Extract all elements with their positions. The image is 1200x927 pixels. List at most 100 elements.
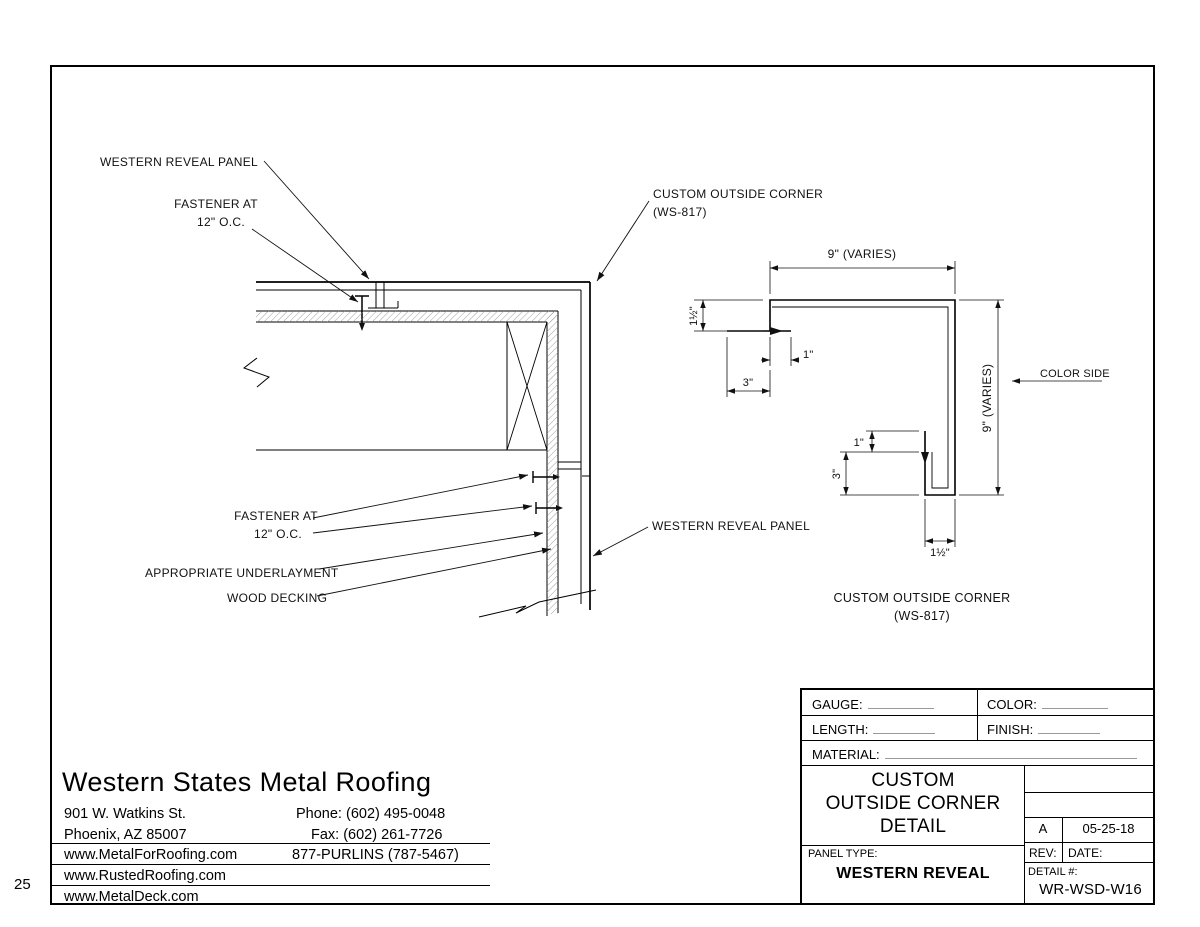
company-website-2: www.RustedRoofing.com [64,868,226,884]
length-blank [873,720,936,734]
label-western-reveal-panel-right: WESTERN REVEAL PANEL [652,519,810,533]
label-custom-outside-corner-1: CUSTOM OUTSIDE CORNER [653,187,823,201]
company-row-divider-3 [52,885,490,886]
title-block: GAUGE: COLOR: LENGTH: FINISH: MATERIAL: … [800,688,1155,905]
profile-left-fold-mark [770,327,783,335]
company-address-line2: Phoenix, AZ 85007 [64,827,187,843]
panel-type-label: PANEL TYPE: [808,848,878,860]
company-fax: Fax: (602) 261-7726 [311,827,443,843]
label-underlayment: APPROPRIATE UNDERLAYMENT [145,566,339,580]
profile-outer-line [769,299,956,496]
decking-hatch [256,311,558,322]
titleblock-vline-rev-date [1062,817,1063,862]
cross-section-linework [242,281,597,618]
date-label: DATE: [1068,846,1103,860]
titleblock-hline-right-2 [1024,817,1155,818]
dim-ext-1-bottom [866,430,919,453]
dim-text-1half-left: 1½" [688,306,700,326]
titleblock-hline-right-4 [1024,862,1155,863]
company-website-1: www.MetalForRoofing.com [64,847,238,863]
finish-blank [1038,720,1101,734]
label-color-side: COLOR SIDE [1040,368,1110,380]
panel-type-value: WESTERN REVEAL [836,865,990,882]
detail-number-value: WR-WSD-W16 [1039,881,1142,898]
leader-wood-decking [316,547,552,597]
gauge-label: GAUGE: [812,697,863,712]
leader-panel-right [592,526,649,557]
leader-fastener-bottom-2 [312,504,533,534]
label-fastener-top-1: FASTENER AT [174,197,258,211]
trim-hem-detail [558,461,590,477]
dim-text-9-right: 9" (VARIES) [980,364,994,433]
titleblock-hline-1 [802,715,1155,716]
titleblock-hline-2 [802,740,1155,741]
leader-underlayment [318,531,544,570]
material-blank [884,745,1137,759]
titleblock-hline-paneltype [802,845,1024,846]
company-name: Western States Metal Roofing [62,767,432,797]
page-number: 25 [14,876,31,893]
titleblock-vline-main [1024,765,1025,903]
side-fastener-tip-1 [553,474,560,480]
length-field: LENGTH: [812,720,936,737]
dim-text-1-bottom: 1" [854,437,864,449]
gauge-field: GAUGE: [812,695,934,712]
finish-field: FINISH: [987,720,1101,737]
cross-section-leaders [251,160,650,597]
company-address-line1: 901 W. Watkins St. [64,806,186,822]
sheet-border [50,65,1155,905]
label-fastener-bottom-2: 12" O.C. [254,527,302,541]
length-label: LENGTH: [812,722,869,737]
titleblock-vline-gauge-color [977,690,978,740]
drawing-title-line2: OUTSIDE CORNER [825,793,1001,814]
company-purlins-line: 877-PURLINS (787-5467) [292,847,459,863]
company-row-divider-1 [52,843,490,844]
profile-dimensions [694,261,1102,547]
top-fastener-tip [359,323,365,331]
dim-ext-3-left [726,337,771,397]
drawing-title: CUSTOM OUTSIDE CORNER DETAIL [802,769,1024,838]
leader-fastener-top [251,228,359,303]
material-field: MATERIAL: [812,745,1137,762]
gauge-blank [867,695,934,709]
titleblock-hline-right-1 [1024,792,1155,793]
titleblock-hline-right-3 [1024,842,1155,843]
profile-bottom-fold-mark [921,452,929,464]
profile-linework [727,299,956,496]
rev-value: A [1038,821,1048,836]
dim-text-3-bottom: 3" [831,469,843,479]
leader-outside-corner [596,200,650,282]
leader-fastener-bottom-1 [312,473,529,519]
label-fastener-top-2: 12" O.C. [197,215,245,229]
leader-panel-top [263,160,370,280]
drawing-title-line3: DETAIL [879,816,947,837]
side-fastener-screw-1 [532,471,553,483]
side-fastener-screw-2 [535,502,556,514]
dim-text-1half-bottom: 1½" [930,547,950,559]
dim-text-9-top: 9" (VARIES) [828,247,897,261]
break-symbol-left [242,357,270,388]
profile-caption-2: (WS-817) [894,609,950,623]
company-website-3: www.MetalDeck.com [64,889,199,905]
sheathing-hatch [547,311,558,614]
panel-seam-detail [368,282,399,309]
dim-text-3-left: 3" [743,377,753,389]
break-symbol-bottom [478,589,597,618]
finish-label: FINISH: [987,722,1034,737]
drawing-title-line1: CUSTOM [871,770,955,791]
framing-x-brace [506,321,548,451]
company-phone: Phone: (602) 495-0048 [296,806,446,822]
label-custom-outside-corner-2: (WS-817) [653,205,707,219]
company-row-divider-2 [52,864,490,865]
label-fastener-bottom-1: FASTENER AT [234,509,318,523]
profile-texts: 9" (VARIES) 1½" 1" 3" 9" (VARIES) COLOR … [688,247,1110,623]
color-field: COLOR: [987,695,1108,712]
profile-inner-line [772,306,949,489]
color-blank [1041,695,1108,709]
material-label: MATERIAL: [812,747,880,762]
detail-number-label: DETAIL #: [1028,866,1078,878]
color-label: COLOR: [987,697,1037,712]
dim-text-1-left: 1" [803,349,813,361]
cross-section-labels: WESTERN REVEAL PANEL FASTENER AT 12" O.C… [100,155,823,605]
